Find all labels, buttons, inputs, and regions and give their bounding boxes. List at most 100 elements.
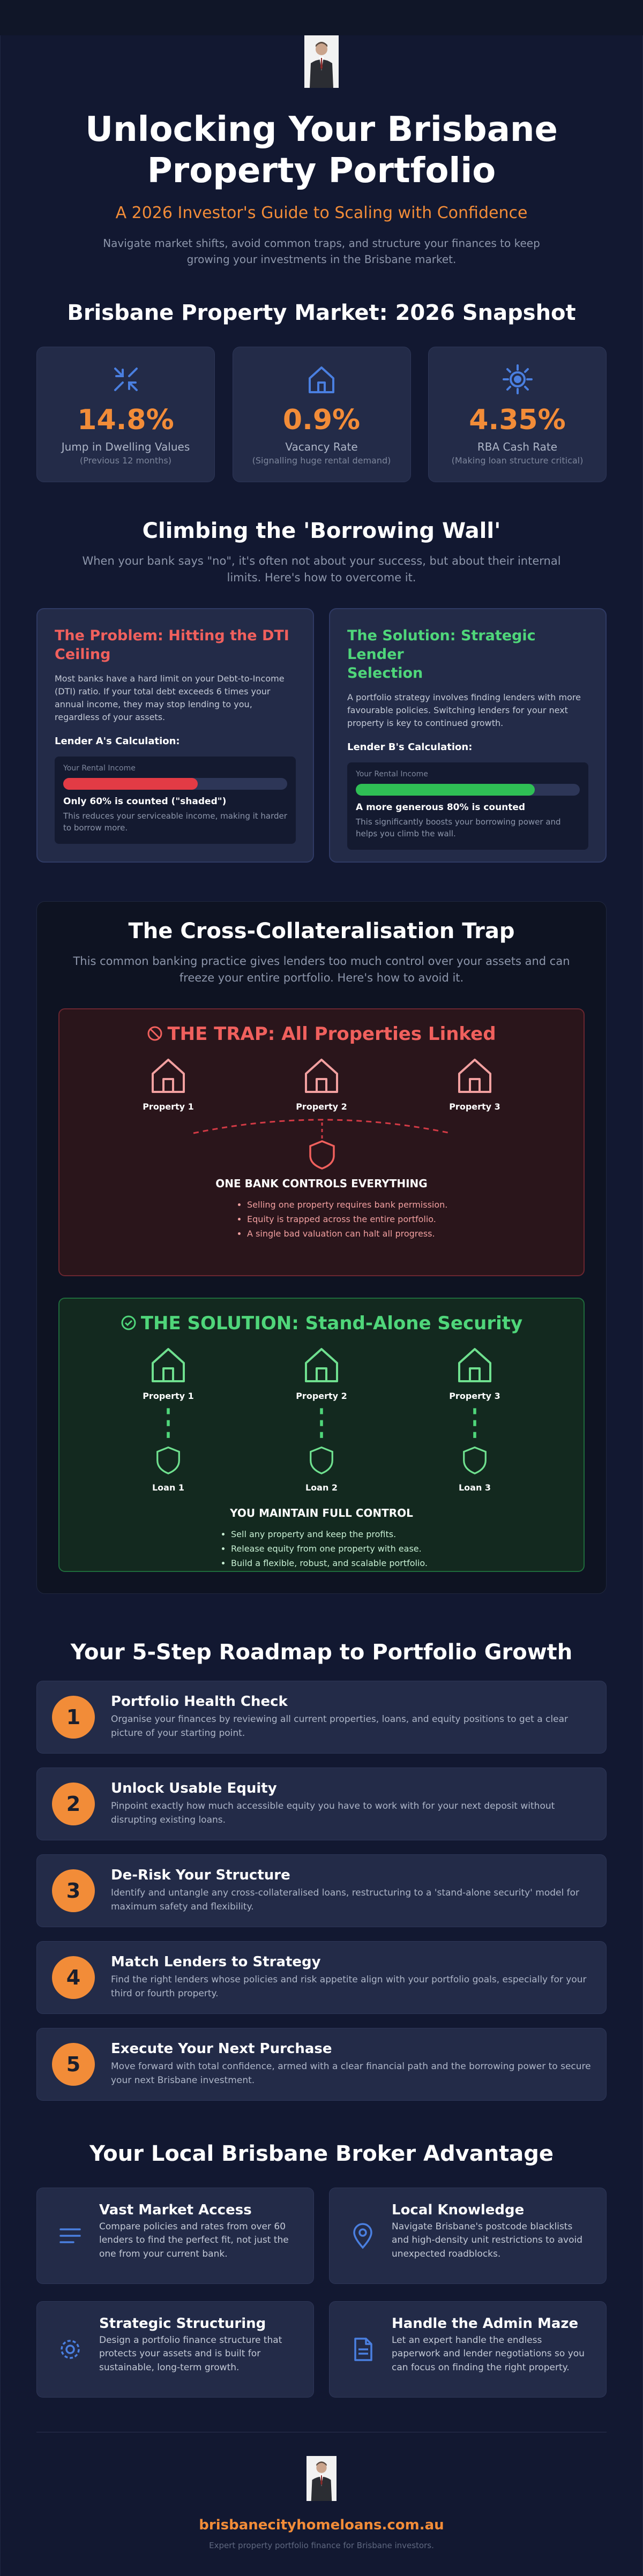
- step-body: Portfolio Health Check Organise your fin…: [111, 1694, 591, 1740]
- solution-title-line2: Selection: [347, 664, 423, 682]
- shrink-arrows-icon: [114, 367, 138, 391]
- trap-bad-bullets: Selling one property requires bank permi…: [247, 1197, 567, 1241]
- trap-description: This common banking practice gives lende…: [58, 953, 585, 987]
- income-note: This significantly boosts your borrowing…: [356, 817, 561, 839]
- trap-title: The Cross-Collateralisation Trap: [128, 918, 515, 943]
- solution-text: A portfolio strategy involves finding le…: [347, 692, 581, 728]
- income-result: Only 60% is counted ("shaded"): [63, 796, 227, 807]
- property-label: Property 3: [449, 1101, 500, 1112]
- stat-label: RBA Cash Rate: [477, 440, 558, 453]
- document-icon: [354, 2337, 372, 2361]
- trap-description-line2: freeze your entire portfolio. Here's how…: [179, 971, 464, 985]
- stat-value: 0.9%: [282, 403, 361, 436]
- link-arc: [193, 1119, 451, 1134]
- step-title: Execute Your Next Purchase: [111, 2041, 332, 2057]
- property-label: Property 2: [296, 1390, 347, 1401]
- step-title: Unlock Usable Equity: [111, 1780, 277, 1797]
- advantage-item-text: Navigate Brisbane's postcode blacklists …: [392, 2221, 583, 2259]
- problem-card: The Problem: Hitting the DTI Ceiling Mos…: [36, 608, 314, 863]
- advantage-card: Handle the Admin Maze Let an expert hand…: [329, 2301, 607, 2398]
- solution-title-line1: The Solution: Strategic Lender: [347, 627, 536, 663]
- wall-description-line1: When your bank says "no", it's often not…: [82, 554, 561, 567]
- property-label: Property 3: [449, 1390, 500, 1401]
- advantage-body: Local Knowledge Navigate Brisbane's post…: [392, 2202, 590, 2270]
- advantage-item-title: Handle the Admin Maze: [392, 2315, 579, 2332]
- link-line: [167, 1407, 170, 1440]
- step-body: De-Risk Your Structure Identify and unta…: [111, 1867, 591, 1914]
- gear-icon: [61, 2339, 80, 2359]
- stat-card: 14.8% Jump in Dwelling Values (Previous …: [36, 346, 215, 482]
- page-title: Unlocking Your Brisbane Property Portfol…: [36, 109, 607, 192]
- step-number: 4: [52, 1956, 95, 1999]
- trap-good-control: YOU MAINTAIN FULL CONTROL: [230, 1506, 413, 1519]
- property-item: Property 3 Loan 3: [437, 1345, 512, 1493]
- page-title-line2: Property Portfolio: [147, 151, 496, 191]
- trap-bad-properties: Property 1 Property 2 Property 3: [76, 1055, 567, 1112]
- income-label: Your Rental Income: [63, 763, 136, 773]
- step-title: Match Lenders to Strategy: [111, 1954, 321, 1971]
- problem-title-line1: The Problem: Hitting the DTI: [55, 627, 289, 644]
- step-text: Organise your finances by reviewing all …: [111, 1714, 568, 1739]
- step-number: 3: [52, 1869, 95, 1912]
- stat-value: 4.35%: [469, 403, 566, 436]
- shield-icon: [310, 1446, 333, 1474]
- roadmap-step: 5 Execute Your Next Purchase Move forwar…: [36, 2027, 607, 2101]
- advantage-body: Strategic Structuring Design a portfolio…: [99, 2316, 297, 2383]
- income-bar-track: [356, 783, 580, 796]
- step-text: Identify and untangle any cross-collater…: [111, 1888, 579, 1912]
- advantage-icon: [53, 2202, 87, 2270]
- page-description-line1: Navigate market shifts, avoid common tra…: [103, 236, 540, 250]
- property-item: Property 2 Loan 2: [284, 1345, 359, 1493]
- advantage-icon: [53, 2316, 87, 2383]
- step-body: Execute Your Next Purchase Move forward …: [111, 2041, 591, 2087]
- step-text: Move forward with total confidence, arme…: [111, 2061, 591, 2086]
- problem-income-box: Your Rental Income Only 60% is counted (…: [55, 756, 296, 844]
- page-description: Navigate market shifts, avoid common tra…: [36, 235, 607, 267]
- check-circle-icon: [121, 1315, 136, 1330]
- house-icon: [458, 1058, 491, 1093]
- house-icon: [152, 1347, 185, 1382]
- property-item: Property 3: [437, 1055, 512, 1112]
- roadmap-steps: 1 Portfolio Health Check Organise your f…: [36, 1680, 607, 2101]
- footer-avatar: [306, 2455, 337, 2501]
- step-text: Find the right lenders whose policies an…: [111, 1974, 587, 1999]
- wall-description-line2: limits. Here's how to overcome it.: [227, 571, 416, 585]
- loan-label: Loan 1: [152, 1482, 185, 1493]
- income-bar-track: [63, 777, 287, 790]
- property-label: Property 1: [143, 1390, 194, 1401]
- list-icon: [59, 2228, 81, 2243]
- stat-note: (Signalling huge rental demand): [252, 455, 391, 466]
- step-title: De-Risk Your Structure: [111, 1867, 290, 1884]
- step-title: Portfolio Health Check: [111, 1694, 288, 1710]
- trap-good-title: THE SOLUTION: Stand-Alone Security: [76, 1313, 567, 1334]
- shield-icon: [463, 1446, 487, 1474]
- footer-website-link[interactable]: brisbanecityhomeloans.com.au: [199, 2517, 444, 2533]
- property-item: Property 1: [131, 1055, 206, 1112]
- bullet-item: Equity is trapped across the entire port…: [247, 1212, 567, 1226]
- link-line: [320, 1407, 323, 1440]
- advantage-item-title: Local Knowledge: [392, 2201, 525, 2218]
- advantage-body: Handle the Admin Maze Let an expert hand…: [392, 2316, 590, 2383]
- step-number: 1: [52, 1695, 95, 1739]
- advantage-card: Local Knowledge Navigate Brisbane's post…: [329, 2187, 607, 2284]
- solution-income-box: Your Rental Income A more generous 80% i…: [347, 762, 588, 850]
- house-icon: [309, 366, 334, 393]
- trap-good-properties: Property 1 Loan 1 Property 2 Loan 2 Prop…: [76, 1345, 567, 1493]
- wall-cards: The Problem: Hitting the DTI Ceiling Mos…: [36, 608, 607, 863]
- map-pin-icon: [353, 2222, 372, 2249]
- trap-good-title-text: THE SOLUTION: Stand-Alone Security: [140, 1312, 523, 1334]
- step-body: Match Lenders to Strategy Find the right…: [111, 1954, 591, 2001]
- advantage-item-title: Vast Market Access: [99, 2201, 252, 2218]
- advantage-card: Vast Market Access Compare policies and …: [36, 2187, 314, 2284]
- solution-calc-label: Lender B's Calculation:: [347, 741, 473, 753]
- stat-label: Jump in Dwelling Values: [61, 440, 190, 453]
- advantage-icon: [346, 2316, 380, 2383]
- roadmap-step: 4 Match Lenders to Strategy Find the rig…: [36, 1941, 607, 2014]
- income-note: This reduces your serviceable income, ma…: [63, 811, 287, 833]
- loan-label: Loan 2: [305, 1482, 338, 1493]
- roadmap-title: Your 5-Step Roadmap to Portfolio Growth: [70, 1639, 573, 1665]
- page-title-line1: Unlocking Your Brisbane: [85, 110, 558, 149]
- solution-card: The Solution: Strategic Lender Selection…: [329, 608, 607, 863]
- bullet-item: Release equity from one property with ea…: [231, 1541, 567, 1556]
- link-line: [473, 1407, 476, 1440]
